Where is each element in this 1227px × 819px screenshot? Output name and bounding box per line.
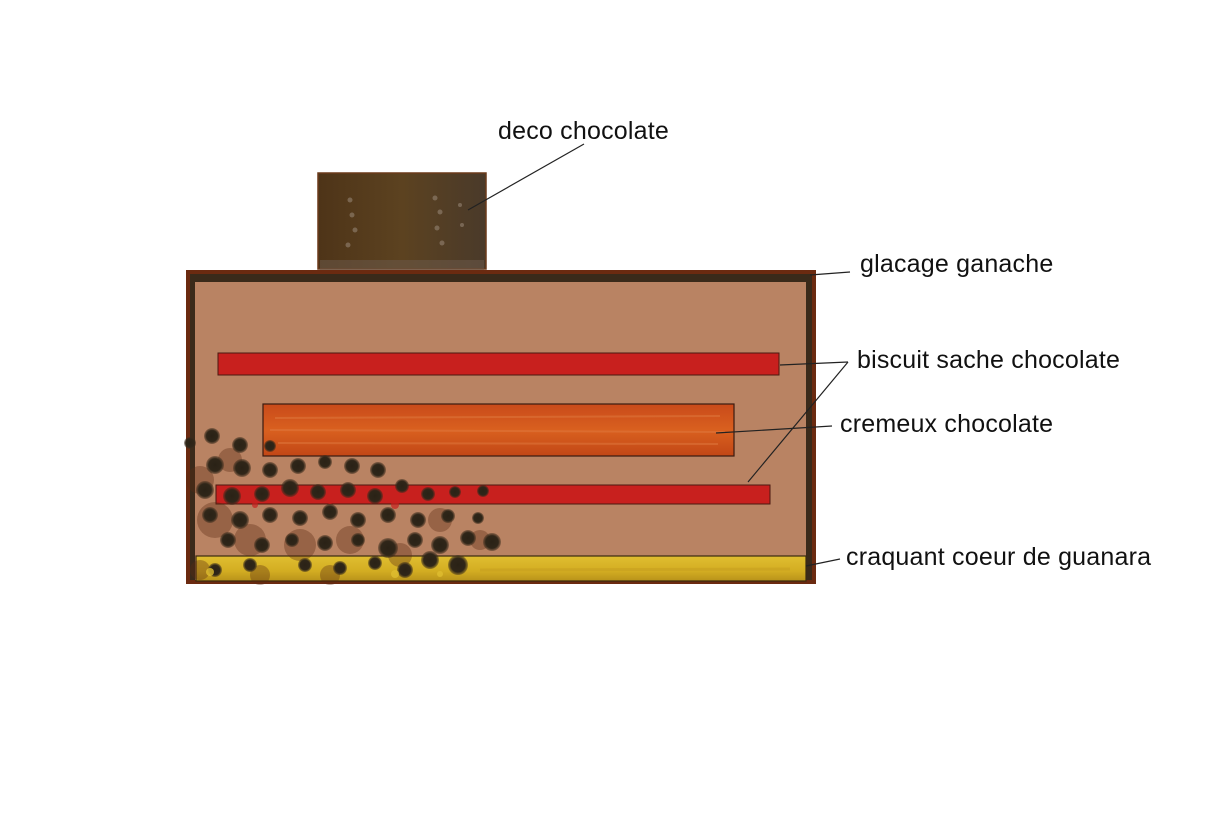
craquant-layer <box>195 555 807 582</box>
biscuit-layer-top <box>217 352 780 376</box>
label-biscuit-sache-chocolate: biscuit sache chocolate <box>857 346 1121 374</box>
leader-line-glacage <box>809 271 851 276</box>
leader-line-biscuit-bottom <box>747 361 849 483</box>
deco-chocolate-layer <box>317 172 487 270</box>
chocolate-crumbs <box>184 428 501 585</box>
biscuit-layer-bottom <box>215 484 771 505</box>
cremeux-chocolate-layer <box>262 403 735 457</box>
label-cremeux-chocolate: cremeux chocolate <box>840 410 1054 438</box>
label-craquant-coeur-de-guanara: craquant coeur de guanara <box>846 543 1152 571</box>
leader-line-cremeux <box>715 425 833 434</box>
leader-line-deco <box>467 143 585 211</box>
label-deco-chocolate: deco chocolate <box>498 117 669 145</box>
leader-line-biscuit-top <box>779 361 849 366</box>
leader-line-craquant <box>805 558 841 567</box>
label-glacage-ganache: glacage ganache <box>860 250 1054 278</box>
leader-lines <box>467 143 851 567</box>
